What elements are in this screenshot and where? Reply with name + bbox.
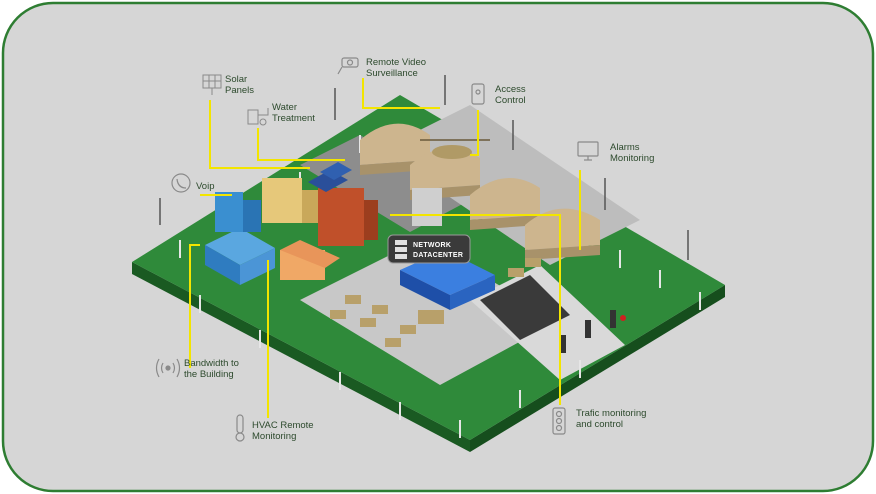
phone-icon — [171, 173, 191, 193]
video-label-2: Surveillance — [366, 68, 418, 79]
datacenter-label-line2: DATACENTER — [413, 252, 463, 259]
platform-side-left — [132, 262, 470, 452]
tents — [360, 123, 600, 260]
solar-label-1: Solar — [225, 74, 247, 85]
thermometer-icon — [235, 414, 245, 442]
access-label-2: Control — [495, 95, 526, 106]
solar-panel-icon — [202, 74, 222, 95]
city-buildings — [205, 178, 378, 285]
gate-shadow — [480, 275, 570, 340]
alarms-label-1: Alarms — [610, 142, 640, 153]
water-label-2: Treatment — [272, 113, 315, 124]
gate-barriers — [560, 310, 626, 353]
datacenter-label-line1: NETWORK — [413, 242, 451, 249]
callout-lines — [189, 78, 581, 418]
traffic-label-1: Trafic monitoring — [576, 408, 646, 419]
alarm-monitor-icon — [577, 141, 599, 161]
vehicles — [330, 258, 541, 347]
hvac-label-1: HVAC Remote — [252, 420, 314, 431]
water-label-1: Water — [272, 102, 297, 113]
bandwidth-label-1: Bandwidth to — [184, 358, 239, 369]
bandwidth-label-2: the Building — [184, 369, 234, 380]
access-label-1: Access — [495, 84, 526, 95]
video-label-1: Remote Video — [366, 57, 426, 68]
hvac-label-2: Monitoring — [252, 431, 296, 442]
camera-poles — [159, 75, 689, 260]
voip-label: Voip — [196, 181, 215, 192]
camera-icon — [337, 57, 359, 75]
water-treatment-icon — [247, 108, 269, 126]
platform-side-right — [470, 285, 725, 452]
access-control-icon — [471, 83, 485, 105]
solar-label-2: Panels — [225, 85, 254, 96]
wireless-icon — [155, 358, 181, 378]
traffic-label-2: and control — [576, 419, 623, 430]
alarms-label-2: Monitoring — [610, 153, 654, 164]
solar-array — [308, 162, 352, 192]
datacenter-label: NETWORK DATACENTER — [387, 234, 471, 264]
server-icon — [395, 240, 407, 259]
traffic-light-icon — [552, 407, 566, 435]
